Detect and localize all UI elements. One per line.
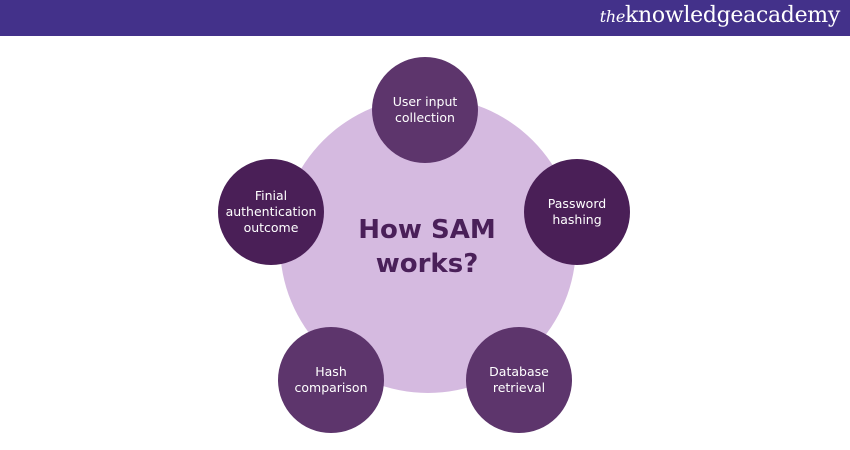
step-hash-comparison: Hash comparison xyxy=(278,327,384,433)
diagram-title-line-1: How SAM xyxy=(358,215,496,245)
brand-logo: theknowledgeacademy xyxy=(599,3,841,28)
step-label: Hash comparison xyxy=(294,364,368,395)
step-label: Finial authentication outcome xyxy=(225,188,317,235)
step-final-authentication-outcome: Finial authentication outcome xyxy=(218,159,324,265)
step-label: User input collection xyxy=(392,94,458,125)
step-label: Database retrieval xyxy=(489,364,549,395)
step-password-hashing: Password hashing xyxy=(524,159,630,265)
brand-name: knowledgeacademy xyxy=(625,3,840,28)
brand-prefix: the xyxy=(599,7,626,26)
step-database-retrieval: Database retrieval xyxy=(466,327,572,433)
step-label: Password hashing xyxy=(547,196,607,227)
header-bar: theknowledgeacademy xyxy=(0,0,850,36)
diagram-title-line-2: works? xyxy=(375,249,479,279)
step-user-input-collection: User input collection xyxy=(372,57,478,163)
diagram-title: How SAM works? xyxy=(327,213,527,281)
